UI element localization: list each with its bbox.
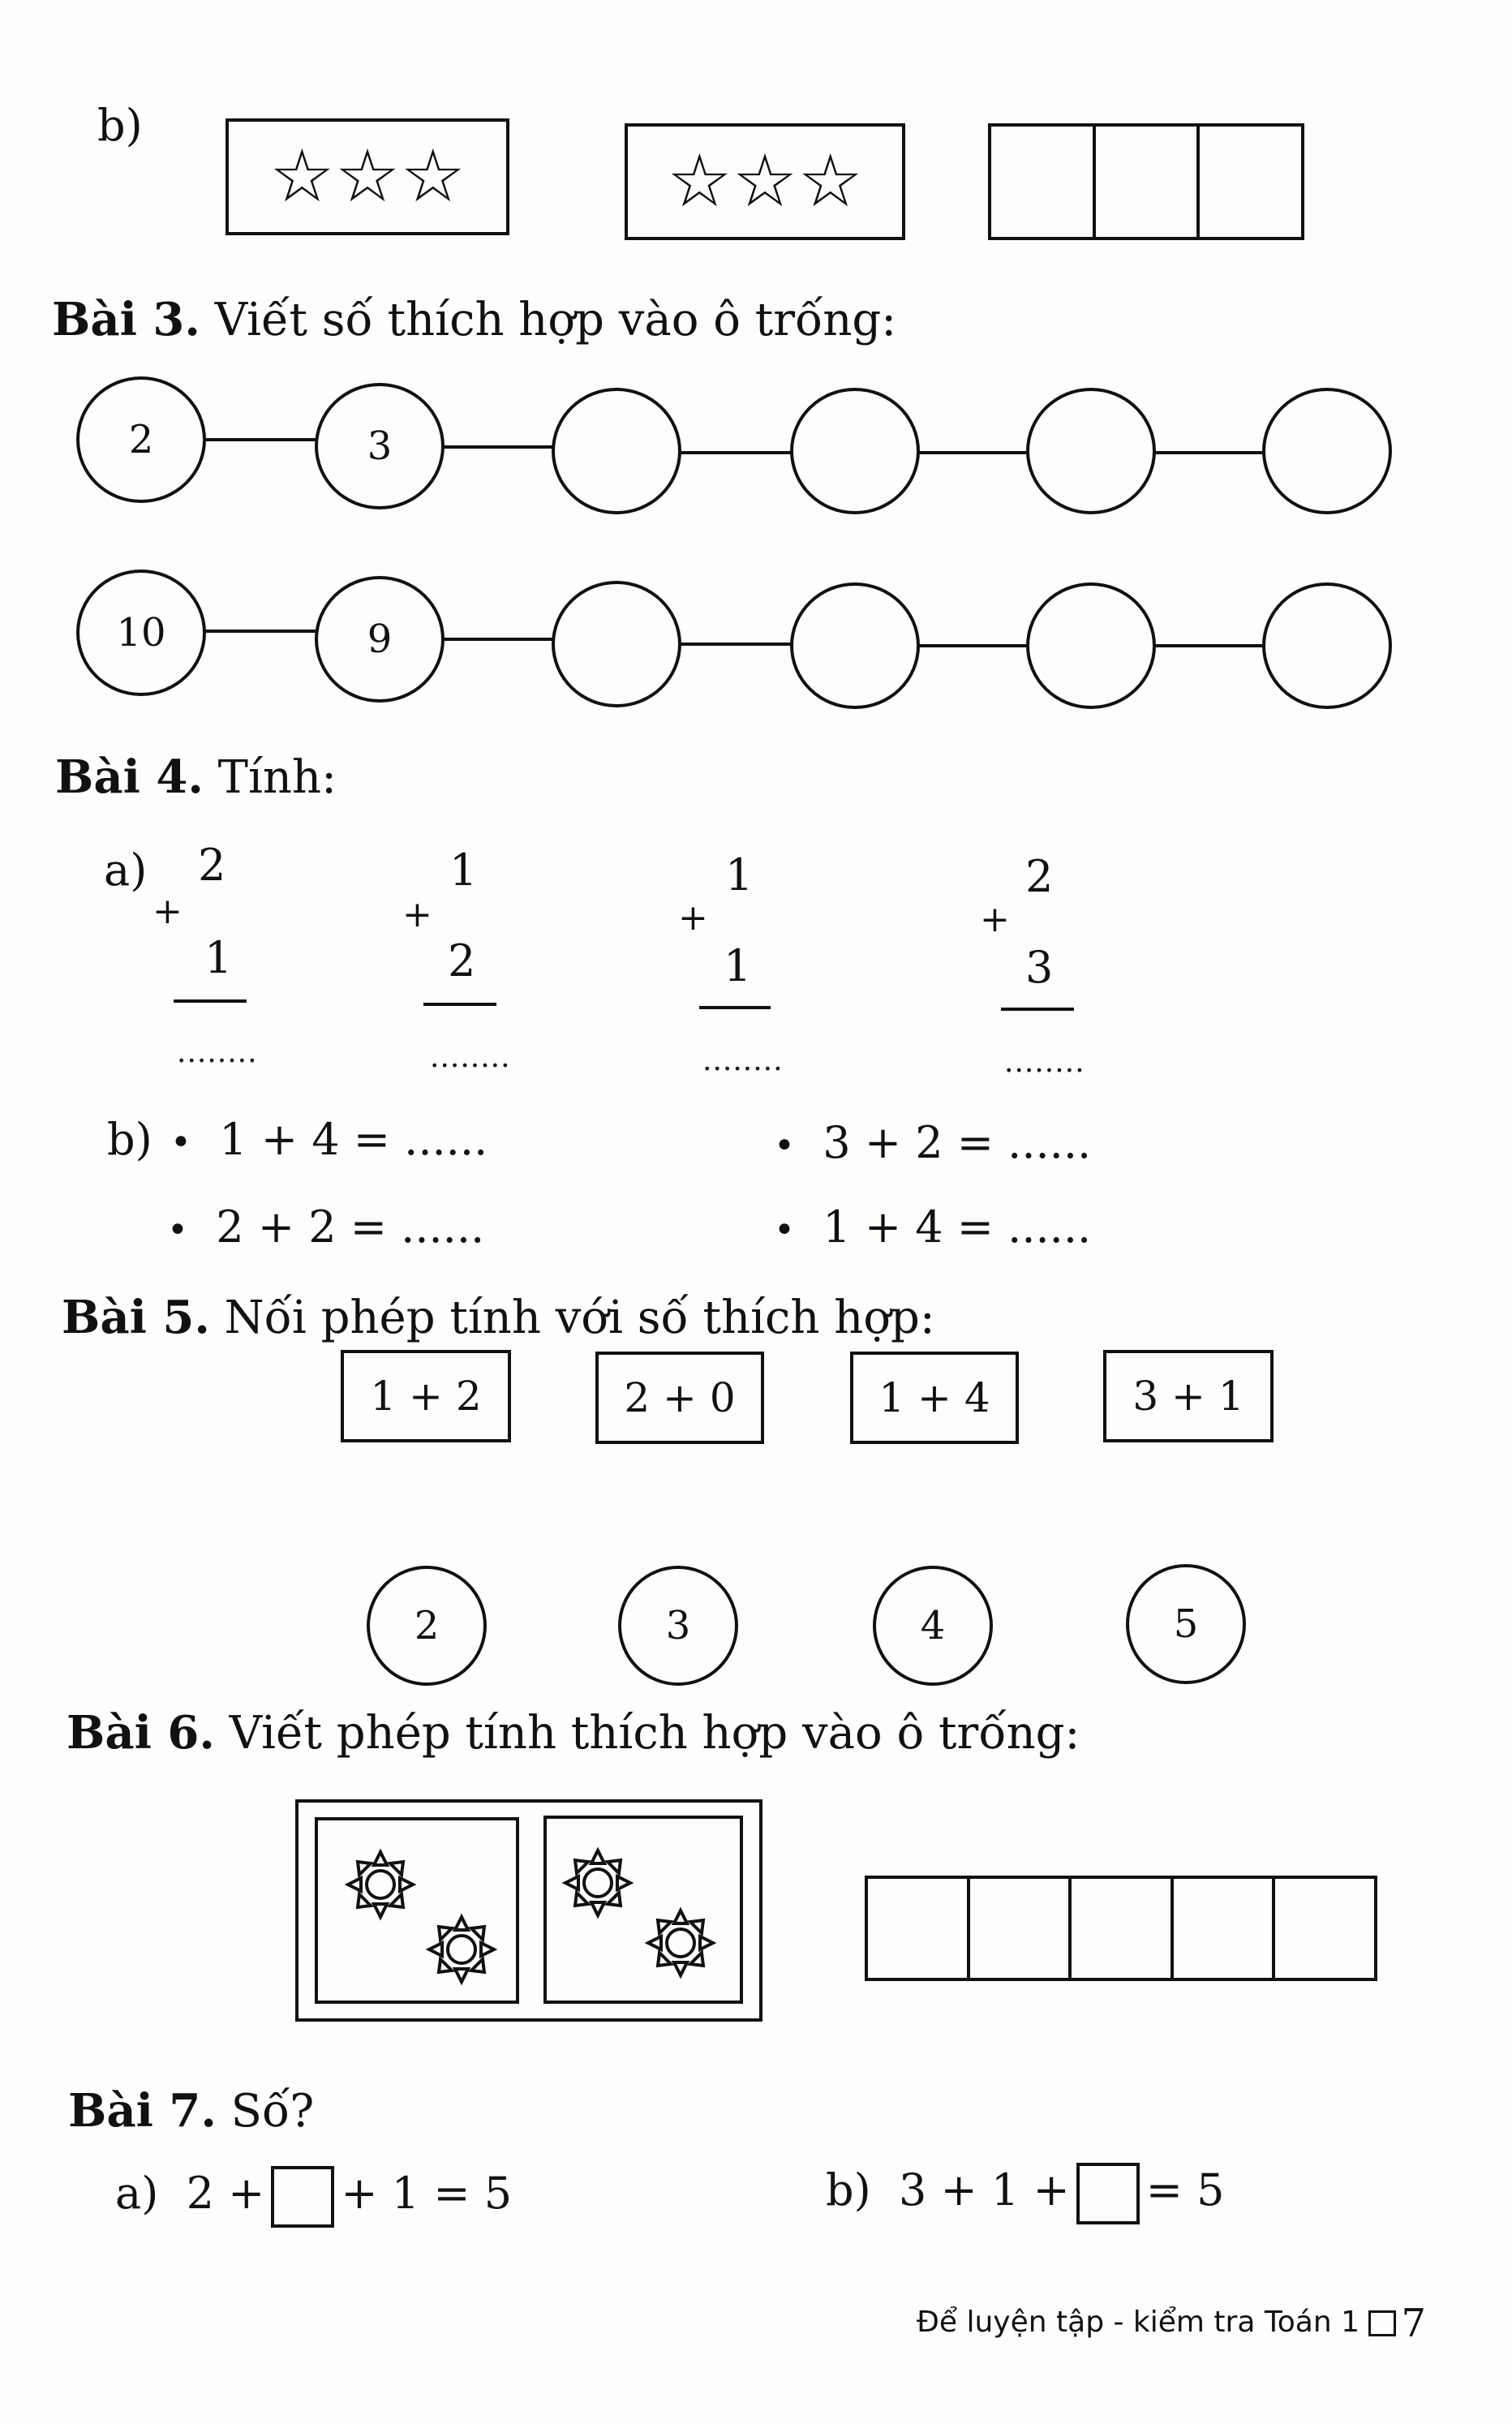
circle-r2-5[interactable] [1026, 582, 1156, 709]
circle-r2-2: 9 [315, 576, 445, 703]
sun-icon [561, 1846, 634, 1919]
col3-bottom: 1 [724, 940, 752, 991]
number-circle-2[interactable]: 2 [367, 1566, 487, 1686]
picture-frame [295, 1799, 762, 2022]
col1-top: 2 [198, 840, 226, 891]
col2-bottom: 2 [448, 935, 476, 986]
bai7-b: b) 3 + 1 += 5 [826, 2158, 1224, 2224]
sun-icon [344, 1848, 417, 1921]
star-icons: ☆☆☆ [268, 134, 466, 219]
part-b-label: b) [97, 100, 143, 151]
picture-panel-right [543, 1816, 743, 2004]
col2-plus: + [402, 894, 432, 935]
number-circle-5[interactable]: 5 [1126, 1564, 1246, 1684]
bai4-b-item-2: • 3 + 2 = ...... [774, 1117, 1092, 1168]
equation-cells[interactable] [865, 1876, 1377, 1981]
circle-r2-1: 10 [76, 569, 206, 696]
bai7-b-answer-box[interactable] [1076, 2163, 1140, 2224]
circle-r1-2: 3 [315, 383, 445, 509]
footer-text: Để luyện tập - kiểm tra Toán 1 7 [917, 2301, 1426, 2346]
circle-r1-6[interactable] [1262, 388, 1392, 514]
bai4-b-item-4: • 1 + 4 = ...... [774, 1201, 1092, 1253]
star-box-2: ☆☆☆ [625, 123, 905, 240]
circle-r2-3[interactable] [552, 581, 681, 707]
col2-answer[interactable]: ........ [430, 1041, 511, 1074]
star-icons: ☆☆☆ [666, 139, 864, 224]
col4-plus: + [980, 899, 1010, 940]
col2-top: 1 [449, 845, 478, 896]
col1-bottom: 1 [204, 932, 233, 983]
sun-icon [425, 1913, 498, 1986]
bai4-b-item-3: • 2 + 2 = ...... [167, 1201, 485, 1253]
bai4-b-item-1: • 1 + 4 = ...... [170, 1114, 488, 1165]
bai7-heading: Bài 7. Số? [68, 2084, 315, 2138]
bai6-heading: Bài 6. Viết phép tính thích hợp vào ô tr… [67, 1706, 1080, 1760]
picture-panel-left [315, 1817, 519, 2004]
book-icon [1368, 2310, 1397, 2336]
circle-r1-1: 2 [76, 376, 206, 503]
bai4-heading: Bài 4. Tính: [55, 750, 337, 804]
col4-bottom: 3 [1025, 942, 1054, 993]
number-circle-4[interactable]: 4 [873, 1566, 993, 1686]
circle-r1-4[interactable] [790, 388, 920, 514]
col3-answer[interactable]: ........ [702, 1044, 784, 1077]
expr-box-2[interactable]: 2 + 0 [595, 1352, 764, 1444]
col4-answer[interactable]: ........ [1004, 1046, 1085, 1079]
col1-answer[interactable]: ........ [177, 1036, 258, 1069]
col3-top: 1 [725, 849, 754, 900]
bai3-heading: Bài 3. Viết số thích hợp vào ô trống: [52, 293, 897, 346]
star-box-1: ☆☆☆ [226, 118, 509, 235]
bai4-a-label: a) [104, 845, 148, 896]
circle-r2-4[interactable] [790, 582, 920, 709]
circle-r1-5[interactable] [1026, 388, 1156, 514]
expr-box-3[interactable]: 1 + 4 [850, 1352, 1019, 1444]
sun-icon [644, 1906, 717, 1979]
number-circle-3[interactable]: 3 [618, 1566, 738, 1686]
col3-plus: + [678, 897, 708, 939]
col4-top: 2 [1025, 851, 1054, 902]
bai7-a: a) 2 ++ 1 = 5 [115, 2161, 512, 2228]
bai4-b-label: b) [107, 1114, 152, 1165]
expr-box-1[interactable]: 1 + 2 [341, 1350, 511, 1442]
expr-box-4[interactable]: 3 + 1 [1103, 1350, 1274, 1442]
circle-r1-3[interactable] [552, 388, 681, 514]
bai7-a-answer-box[interactable] [271, 2166, 335, 2228]
col1-plus: + [152, 891, 183, 932]
bai5-heading: Bài 5. Nối phép tính với số thích hợp: [62, 1291, 935, 1344]
answer-cells-b[interactable] [988, 123, 1304, 240]
circle-r2-6[interactable] [1262, 582, 1392, 709]
